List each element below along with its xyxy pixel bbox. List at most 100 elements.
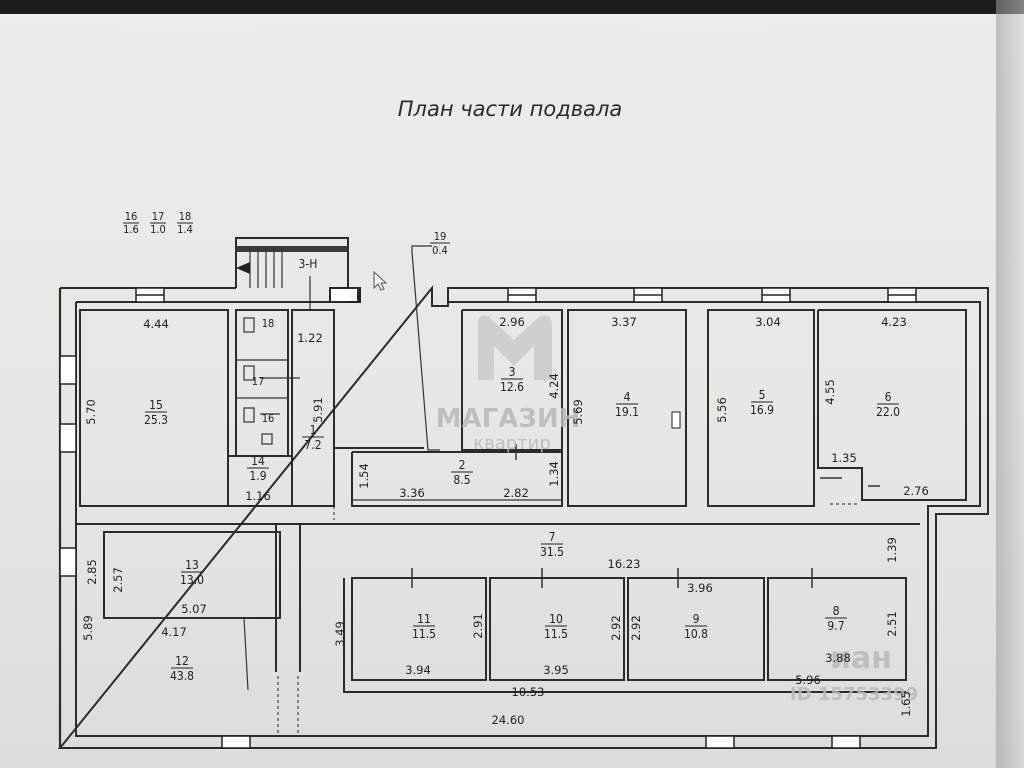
cursor-icon [373,270,388,291]
room-area: 19.1 [615,405,639,419]
room-number: 11 [417,612,431,626]
room-number: 4 [624,390,631,404]
dim-134: 1.34 [547,461,561,487]
watermark: МАГАЗИН квартир иан ID 15753399 [436,315,918,705]
dim-507: 5.07 [181,602,207,616]
dim-291: 2.91 [471,613,485,639]
room-area: 13.0 [180,573,204,587]
room-number: 15 [149,398,163,412]
dim-394: 3.94 [405,663,431,677]
room-7-label: 731.5 [540,530,564,559]
dim-122: 1.22 [297,331,323,345]
watermark-corner2: иан [830,641,892,676]
dim-257: 2.57 [111,567,125,593]
windows [59,287,917,749]
room-area: 43.8 [170,669,194,683]
dim-591: 5.91 [311,397,325,423]
dim-1623: 16.23 [608,557,641,571]
room-19-label: 19 0.4 [411,230,450,451]
room-area: 1.9 [249,469,266,483]
dim-417: 4.17 [161,625,187,639]
room-17-number: 17 [252,375,265,388]
room-area: 16.9 [750,403,774,417]
room-number: 2 [459,458,466,472]
room-area: 9.7 [827,619,844,633]
monitor-edge [996,0,1024,768]
monitor-bezel [0,0,1024,14]
dim-304: 3.04 [755,315,781,329]
room-area: 8.5 [453,473,470,487]
dim-1053: 10.53 [512,685,545,699]
watermark-corner: ID 15753399 [790,684,918,705]
legend-17-area: 1.0 [150,223,166,236]
room-16-number: 16 [262,412,275,425]
room-1-label: 17.2 [302,423,324,452]
svg-text:0.4: 0.4 [432,244,448,257]
dim-570: 5.70 [84,399,98,425]
room-18-number: 18 [262,317,275,330]
dim-349: 3.49 [333,621,347,647]
dim-423: 4.23 [881,315,907,329]
room-number: 9 [693,612,700,626]
dim-292b: 2.92 [629,615,643,641]
room-number: 7 [549,530,556,544]
room-3-label: 312.6 [500,365,524,394]
room-8-label: 89.7 [825,604,847,633]
dim-336: 3.36 [399,486,425,500]
watermark-line2: квартир [473,433,551,454]
dim-139: 1.39 [885,537,899,563]
plan-title: План части подвала [398,97,623,121]
room-5-label: 516.9 [750,388,774,417]
watermark-line1: МАГАЗИН [436,404,581,434]
dim-424: 4.24 [547,373,561,399]
legend-16-area: 1.6 [123,223,139,236]
dimension-labels: 4.44 5.70 1.22 5.91 1.16 2.96 4.24 3.37 … [81,315,929,727]
room-number: 8 [833,604,840,618]
dim-251: 2.51 [885,611,899,637]
room-area: 12.6 [500,380,524,394]
dim-556: 5.56 [715,397,729,423]
room-area: 22.0 [876,405,900,419]
dim-395: 3.95 [543,663,569,677]
dim-455: 4.55 [823,379,837,405]
dim-396: 3.96 [687,581,713,595]
room-6-label: 622.0 [876,390,900,419]
room-9-label: 910.8 [684,612,708,641]
dim-276: 2.76 [903,484,929,498]
dim-282: 2.82 [503,486,529,500]
dim-388: 3.88 [825,651,851,665]
svg-text:19: 19 [434,230,447,243]
stair-label: 3-Н [299,257,318,271]
legend-17-num: 17 [152,210,165,223]
dim-135: 1.35 [831,451,857,465]
room-area: 31.5 [540,545,564,559]
room-number: 1 [310,423,317,437]
interior-walls [76,309,967,736]
room-area: 11.5 [412,627,436,641]
legend-18-num: 18 [179,210,192,223]
room-number: 6 [885,390,892,404]
dim-154: 1.54 [357,463,371,489]
legend-16-num: 16 [125,210,138,223]
stair-block: 3-Н [235,237,361,310]
room-area: 7.2 [304,438,321,452]
room-area: 10.8 [684,627,708,641]
dim-589: 5.89 [81,615,95,641]
dim-444: 4.44 [143,317,169,331]
room-labels: 17.228.5312.6419.1516.9622.0731.589.7910… [144,365,900,683]
dim-296: 2.96 [499,315,525,329]
legend-18-area: 1.4 [177,223,193,236]
room-number: 3 [509,365,516,379]
room-number: 14 [251,454,265,468]
room-number: 10 [549,612,563,626]
room-number: 12 [175,654,189,668]
room-4-label: 419.1 [615,390,639,419]
room-14-label: 141.9 [247,454,269,483]
